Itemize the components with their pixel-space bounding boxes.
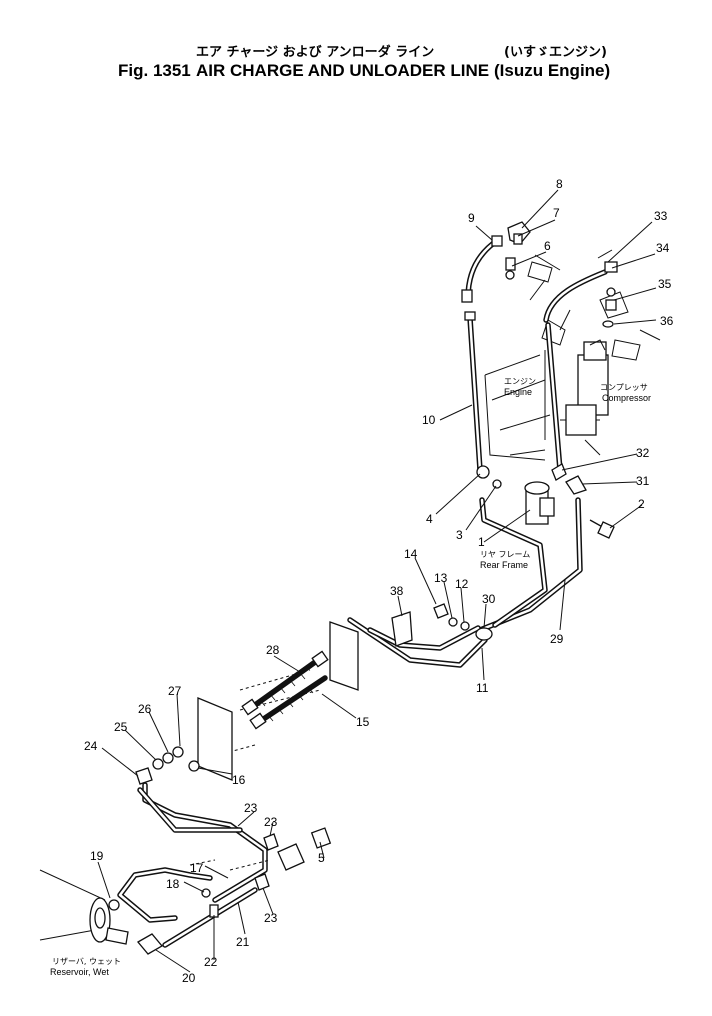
callout-19: 19 [90,849,104,863]
rear-frame-label-jp: リヤ フレーム [480,550,530,559]
rear-frame: リヤ フレーム Rear Frame [480,550,530,570]
rear-frame-label-en: Rear Frame [480,560,528,570]
callout-10: 10 [422,413,436,427]
callout-8: 8 [556,177,563,191]
callout-31: 30 [482,592,496,606]
figure-number: Fig. 1351 [118,61,191,80]
callout-29: 28 [266,643,280,657]
callout-18: 18 [166,877,180,891]
callout-27: 26 [138,702,152,716]
callout-26: 25 [114,720,128,734]
callout-9: 9 [468,211,475,225]
reservoir: リザーバ, ウェット Reservoir, Wet [39,869,129,977]
callout-17: 17 [190,861,204,875]
callout-13: 13 [434,571,448,585]
callout-4: 4 [426,512,433,526]
callout-5: 5 [318,851,325,865]
callout-28: 27 [168,684,182,698]
callout-32: 31 [636,474,650,488]
reservoir-label-en: Reservoir, Wet [50,967,109,977]
callout-21: 21 [236,935,250,949]
callout-30: 29 [550,632,564,646]
callout-20: 20 [182,971,196,985]
engine-outline: エンジン Engine [484,249,661,461]
reservoir-label-jp: リザーバ, ウェット [52,957,121,966]
callout-numbers: 8 9 7 6 33 34 35 36 10 32 31 4 3 2 1 14 … [84,177,674,985]
callout-23a: 23 [264,815,278,829]
engine-label-jp: エンジン [504,377,536,386]
leader-lines [97,189,657,973]
callout-3: 3 [456,528,463,542]
guide-lines [189,669,321,871]
title-block: エア チャージ および アンローダ ライン (いすゞエンジン) Fig. 135… [118,44,610,80]
callout-12: 12 [455,577,469,591]
compressor-label-en: Compressor [602,393,651,403]
callout-38: 38 [390,584,404,598]
title-en-engine: (Isuzu Engine) [494,61,610,80]
callout-16: 16 [232,773,246,787]
callout-36: 35 [658,277,672,291]
callout-1: 1 [478,535,485,549]
compressor-label-jp: コンプレッサ [600,383,648,392]
callout-2: 2 [638,497,645,511]
callout-6: 6 [544,239,551,253]
callout-22: 22 [204,955,218,969]
callout-14: 14 [404,547,418,561]
title-jp: エア チャージ および アンローダ ライン [196,44,434,60]
callout-23b: 23 [264,911,278,925]
callout-24: 23 [244,801,258,815]
callout-35: 34 [656,241,670,255]
title-en: AIR CHARGE AND UNLOADER LINE [196,61,489,80]
callout-25: 24 [84,739,98,753]
compressor: コンプレッサ Compressor [565,339,651,436]
callout-33: 32 [636,446,650,460]
callout-7: 7 [553,206,560,220]
fittings [108,221,618,955]
callout-15: 15 [356,715,370,729]
callout-37: 36 [660,314,674,328]
callout-11: 11 [476,681,489,695]
callout-34: 33 [654,209,668,223]
engine-label-en: Engine [504,387,532,397]
title-jp-engine: (いすゞエンジン) [504,45,607,60]
pipe-routes [117,237,608,948]
